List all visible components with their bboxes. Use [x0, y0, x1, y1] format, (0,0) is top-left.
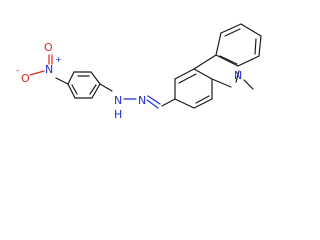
carbazole-nitrogen: N [234, 69, 242, 82]
ring-bond [193, 98, 213, 109]
hydrazone-linker: H N N [99, 83, 176, 121]
ring-bond [240, 23, 262, 37]
chemical-structure: O + N - O H N N [16, 23, 262, 121]
n-o-single-bond [29, 70, 45, 76]
ring-to-nitro-bond [55, 77, 69, 85]
ring-double-bond [224, 28, 241, 37]
ring-double-bond [219, 55, 238, 65]
ring-bond [90, 71, 101, 85]
ring-bond [91, 83, 101, 99]
n-methyl-bond [243, 79, 254, 90]
ring-bond [174, 98, 195, 109]
hydrazone-nitrogen-nh: N [114, 94, 122, 107]
nitro-nitrogen: N [45, 63, 53, 76]
carbazole-pyrrole-ring: N [193, 54, 254, 90]
hydrazone-hydrogen: H [114, 108, 122, 121]
ring-double-bond [89, 84, 97, 95]
hydrazone-nitrogen-imine: N [138, 94, 146, 107]
ring-to-nh-bond [99, 83, 113, 92]
carbazole-lower-ring [174, 68, 213, 109]
nitro-n-plus-charge: + [55, 55, 62, 64]
carbazole-upper-ring [215, 23, 262, 67]
nitro-group: O + N - O [16, 41, 69, 85]
nitro-o-minus-charge: - [16, 66, 19, 76]
ring-bond [67, 83, 76, 99]
ring-double-bond [195, 95, 210, 104]
ring-bond [258, 35, 262, 57]
ring-bond [211, 78, 232, 88]
ch-to-ring-bond [161, 98, 176, 107]
structure-canvas: O + N - O H N N [16, 23, 262, 121]
ring-bond [235, 70, 240, 83]
ring-double-bond [71, 84, 78, 95]
ring-double-bond [178, 73, 197, 84]
ring-bond [215, 54, 239, 67]
ring-double-bond [254, 38, 257, 55]
ring-bond [237, 55, 260, 67]
ring-bond [215, 32, 222, 56]
ring-bond [193, 54, 217, 70]
nitro-oxygen-top: O [44, 41, 53, 54]
ring-bond [220, 23, 242, 34]
ring-bond [193, 68, 213, 80]
ring-bond [174, 68, 195, 80]
ring-bond [67, 71, 75, 85]
nitro-oxygen-left: O [21, 72, 30, 85]
n-c-double-bond [146, 99, 159, 109]
nitrophenyl-ring [67, 71, 101, 99]
n-c-double-bond [147, 95, 161, 105]
